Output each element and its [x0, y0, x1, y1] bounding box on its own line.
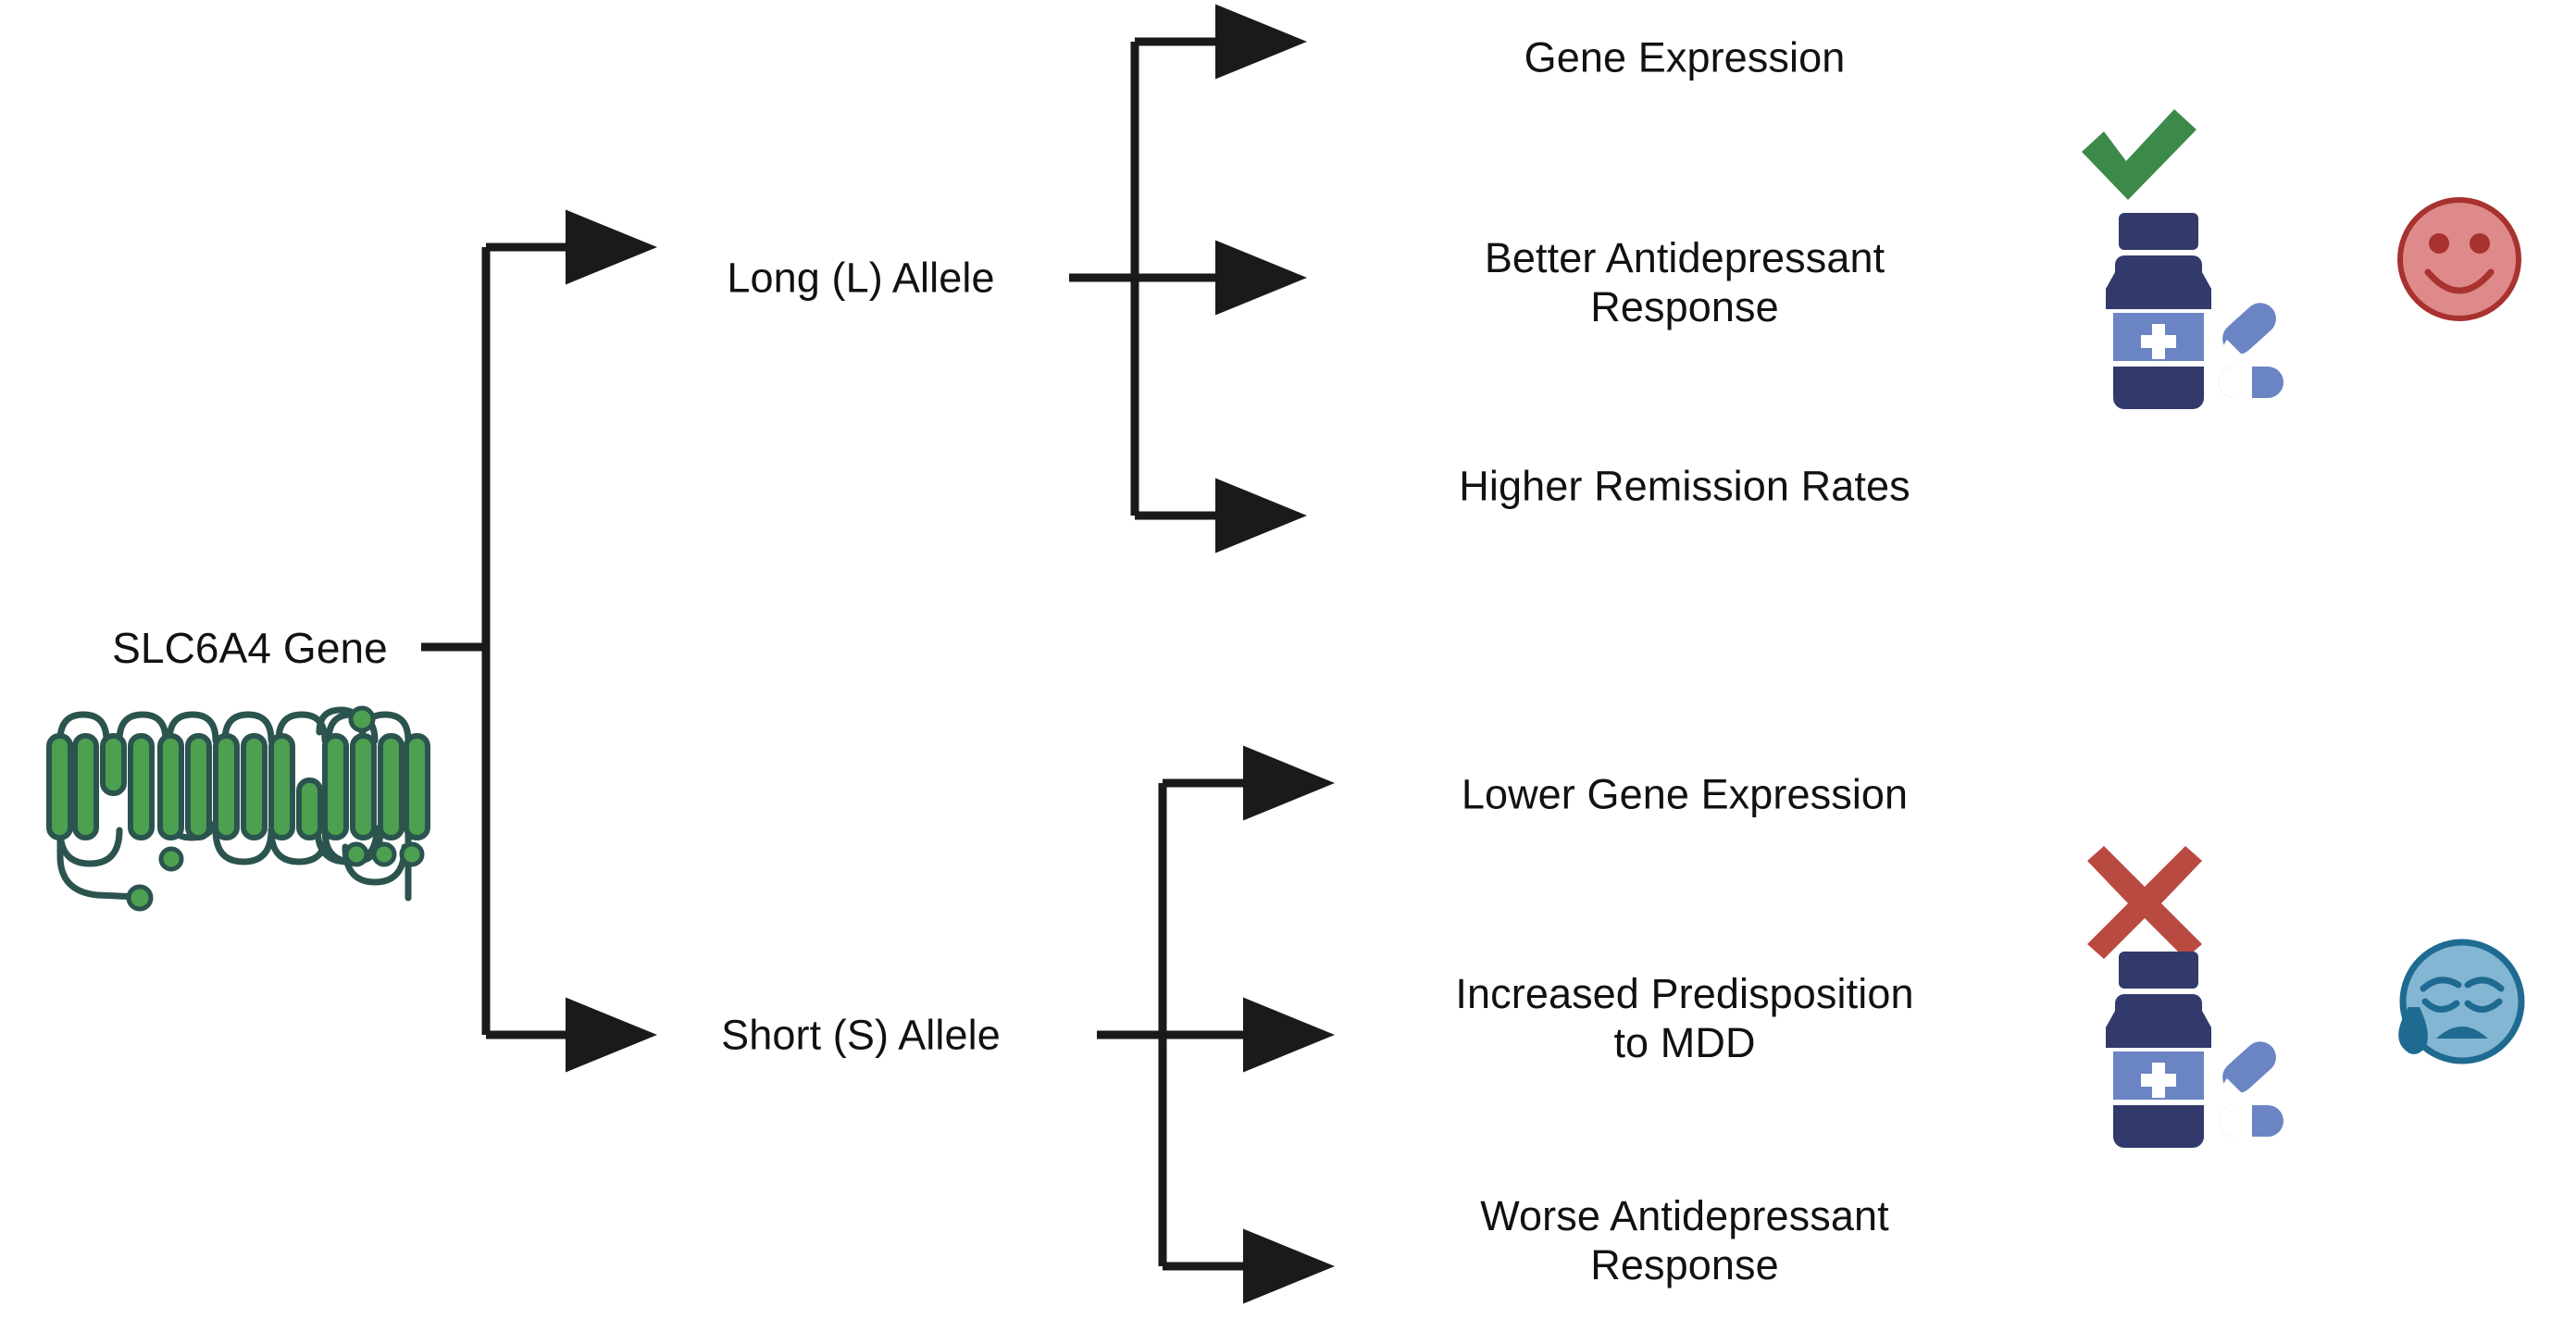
long-allele-fan-connector — [1069, 4, 1307, 554]
medication-bottle-icon-top — [2106, 213, 2284, 409]
short-allele-fan-connector — [1097, 745, 1335, 1304]
capsule-pills — [2219, 303, 2284, 398]
sad-crying-face-icon — [2398, 939, 2525, 1064]
happy-face-icon — [2397, 197, 2521, 321]
node-label-long-allele: Long (L) Allele — [727, 254, 995, 302]
outcome-label-long-2: Better Antidepressant Response — [1484, 233, 1885, 330]
medication-bottle-icon-bottom — [2106, 952, 2284, 1148]
root-split-connector — [421, 209, 657, 1073]
outcome-label-short-3: Worse Antidepressant Response — [1480, 1191, 1889, 1288]
outcome-label-short-1: Lower Gene Expression — [1461, 770, 1909, 818]
capsule-pills — [2219, 1041, 2284, 1137]
cross-icon — [2087, 846, 2202, 959]
node-label-short-allele: Short (S) Allele — [721, 1011, 1001, 1059]
check-icon — [2082, 109, 2196, 200]
outcome-label-long-3: Higher Remission Rates — [1459, 462, 1910, 510]
outcome-label-long-1: Gene Expression — [1524, 33, 1846, 81]
outcome-label-short-2: Increased Predisposition to MDD — [1455, 969, 1914, 1066]
page-title-gene-label: SLC6A4 Gene — [112, 623, 388, 672]
